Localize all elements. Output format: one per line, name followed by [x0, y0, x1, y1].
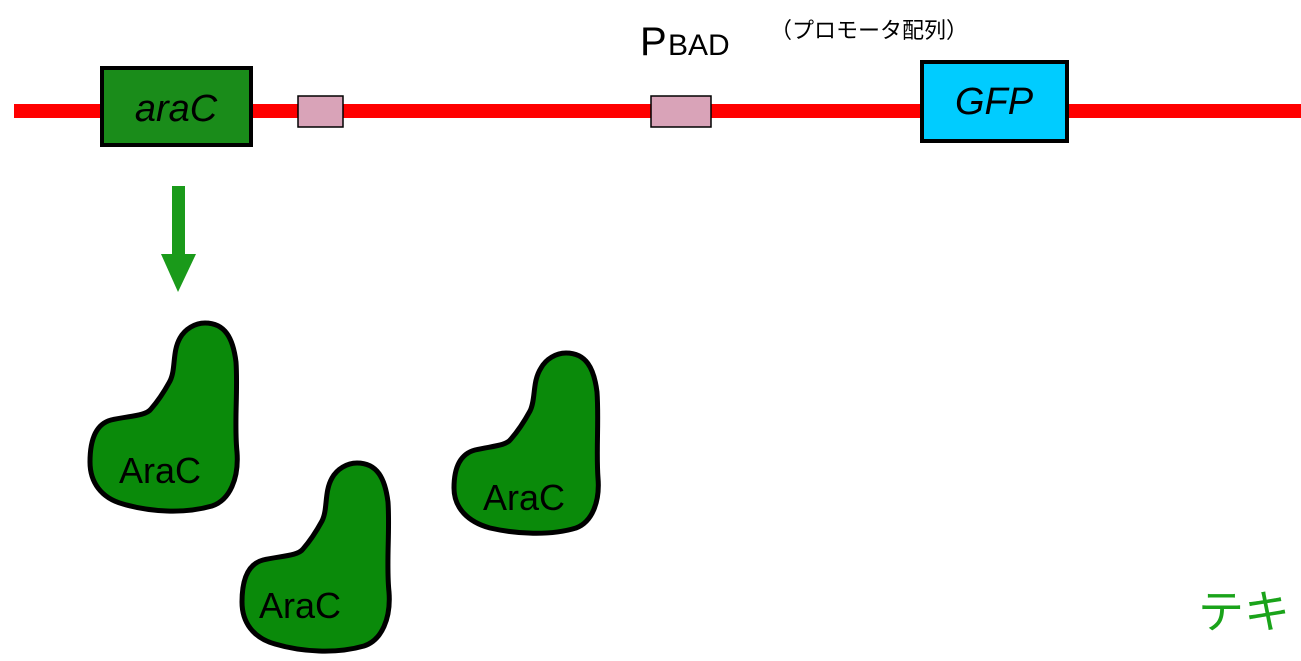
arrow-shaft	[172, 186, 185, 256]
promoter-main-letter: P	[640, 20, 667, 64]
arac-gene-box	[100, 66, 253, 147]
arac-protein-2: AraC	[239, 460, 392, 654]
gfp-gene-box	[920, 60, 1069, 143]
arac-protein-label: AraC	[119, 450, 201, 491]
binding-site-1	[297, 95, 344, 128]
arac-protein-blob	[239, 460, 392, 654]
binding-site-2	[650, 95, 712, 128]
corner-text: テキ	[1198, 585, 1290, 639]
gfp-gene: GFP	[920, 60, 1069, 143]
arac-protein-1: AraC	[87, 320, 240, 514]
arrow-head	[161, 254, 196, 292]
arac-protein-blob	[87, 320, 240, 514]
arac-protein-label: AraC	[259, 585, 341, 626]
arac-protein-blob	[451, 350, 601, 536]
arac-protein-label: AraC	[483, 477, 565, 518]
gfp-gene-label: GFP	[955, 81, 1034, 123]
expression-arrow	[161, 186, 196, 292]
promoter-label: P BAD （プロモータ配列）	[640, 19, 968, 64]
arac-protein-3: AraC	[451, 350, 601, 536]
arac-gene-label: araC	[135, 88, 218, 130]
promoter-note: （プロモータ配列）	[770, 19, 968, 44]
promoter-subscript: BAD	[668, 29, 730, 62]
arac-gene: araC	[100, 66, 253, 147]
